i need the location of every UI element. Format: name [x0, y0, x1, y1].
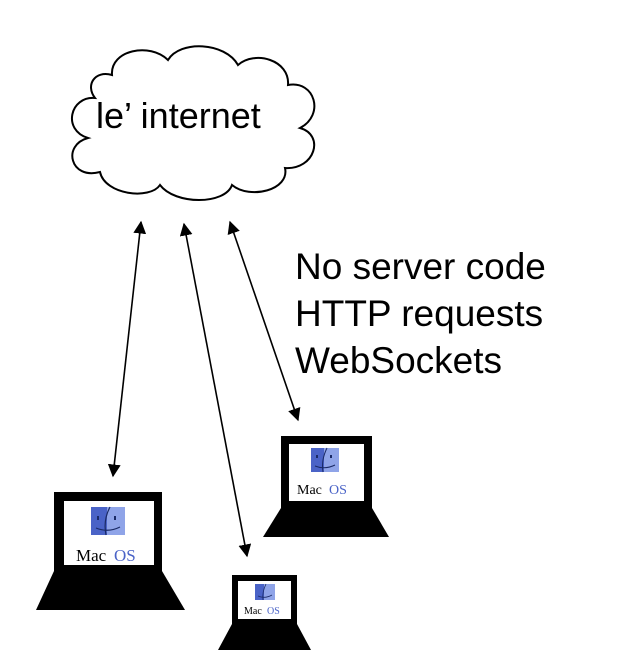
finder-icon	[255, 583, 275, 601]
arrow-bottom-laptop	[179, 222, 252, 558]
note-line-1: No server code	[295, 246, 546, 287]
macos-wordmark-suffix: OS	[329, 483, 347, 498]
macos-wordmark-prefix: Mac	[297, 483, 322, 498]
macos-wordmark-suffix: OS	[114, 546, 136, 565]
laptop-right-base	[263, 508, 389, 537]
arrow-left-laptop	[107, 220, 147, 478]
note-line-3: WebSockets	[295, 340, 502, 381]
macos-wordmark-suffix: OS	[267, 606, 280, 617]
laptop-right: Mac OS	[263, 436, 389, 537]
note-line-2: HTTP requests	[295, 293, 543, 334]
internet-cloud: le’ internet	[71, 45, 316, 201]
laptop-left-base	[36, 571, 185, 610]
connection-arrows	[107, 220, 301, 558]
macos-wordmark-prefix: Mac	[76, 546, 107, 565]
macos-wordmark-prefix: Mac	[244, 606, 262, 617]
notes: No server code HTTP requests WebSockets	[295, 246, 546, 381]
finder-icon	[311, 447, 339, 473]
cloud-label: le’ internet	[96, 95, 261, 136]
laptop-bottom-base	[218, 624, 311, 650]
laptop-left: Mac OS	[36, 492, 185, 610]
cloud-shape	[71, 45, 316, 201]
laptop-bottom: Mac OS	[218, 575, 311, 650]
finder-icon	[91, 506, 125, 536]
arrow-right-laptop	[227, 220, 301, 422]
